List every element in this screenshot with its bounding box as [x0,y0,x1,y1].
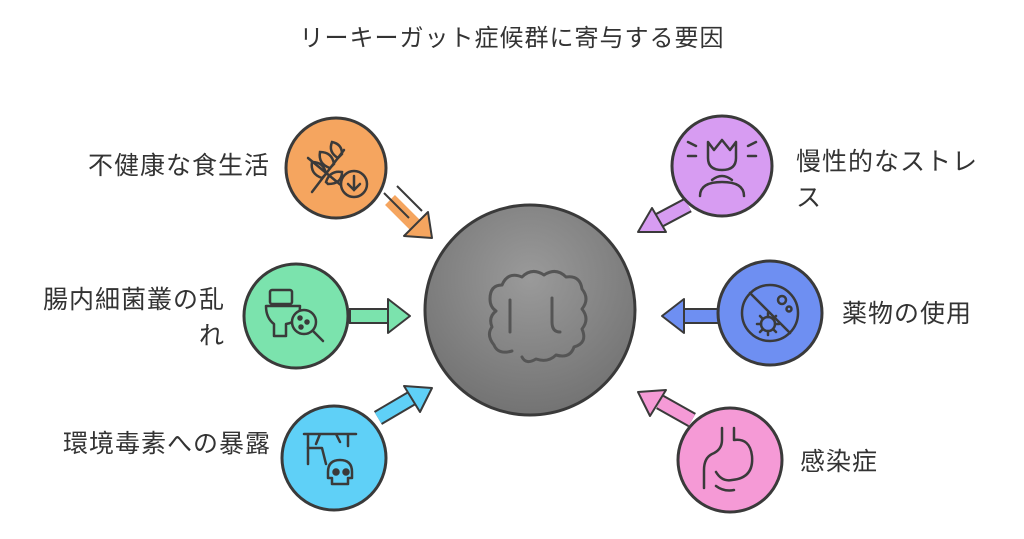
arrow-stress [637,197,692,233]
node-medication [716,259,824,367]
label-stress: 慢性的なストレス [796,147,979,212]
toilet-bacteria-icon [264,288,325,343]
arrow-infection [637,389,696,427]
intestine-icon [487,270,588,364]
label-medication: 薬物の使用 [842,299,973,328]
stressed-person-icon [686,138,758,198]
label-toxins: 環境毒素への暴露 [62,429,271,458]
arrow-diet [383,185,433,239]
arrow-medication [661,298,727,334]
arrow-microbiome [349,298,411,334]
label-microbiome: 腸内細菌叢の乱れ [42,285,225,350]
label-diet: 不健康な食生活 [87,151,270,180]
node-diet [284,116,388,220]
node-toxins [280,404,388,512]
node-microbiome [242,262,350,370]
arrow-toxins [373,385,433,425]
medicine-virus-icon [740,283,800,343]
label-infection: 感染症 [800,447,879,476]
node-infection [676,406,784,514]
page-title: リーキーガット症候群に寄与する要因 [299,24,725,52]
stomach-icon [702,426,754,492]
toxic-skull-icon [302,432,358,486]
center-node [423,203,637,417]
wheat-down-icon [306,140,369,199]
node-stress [670,114,774,218]
